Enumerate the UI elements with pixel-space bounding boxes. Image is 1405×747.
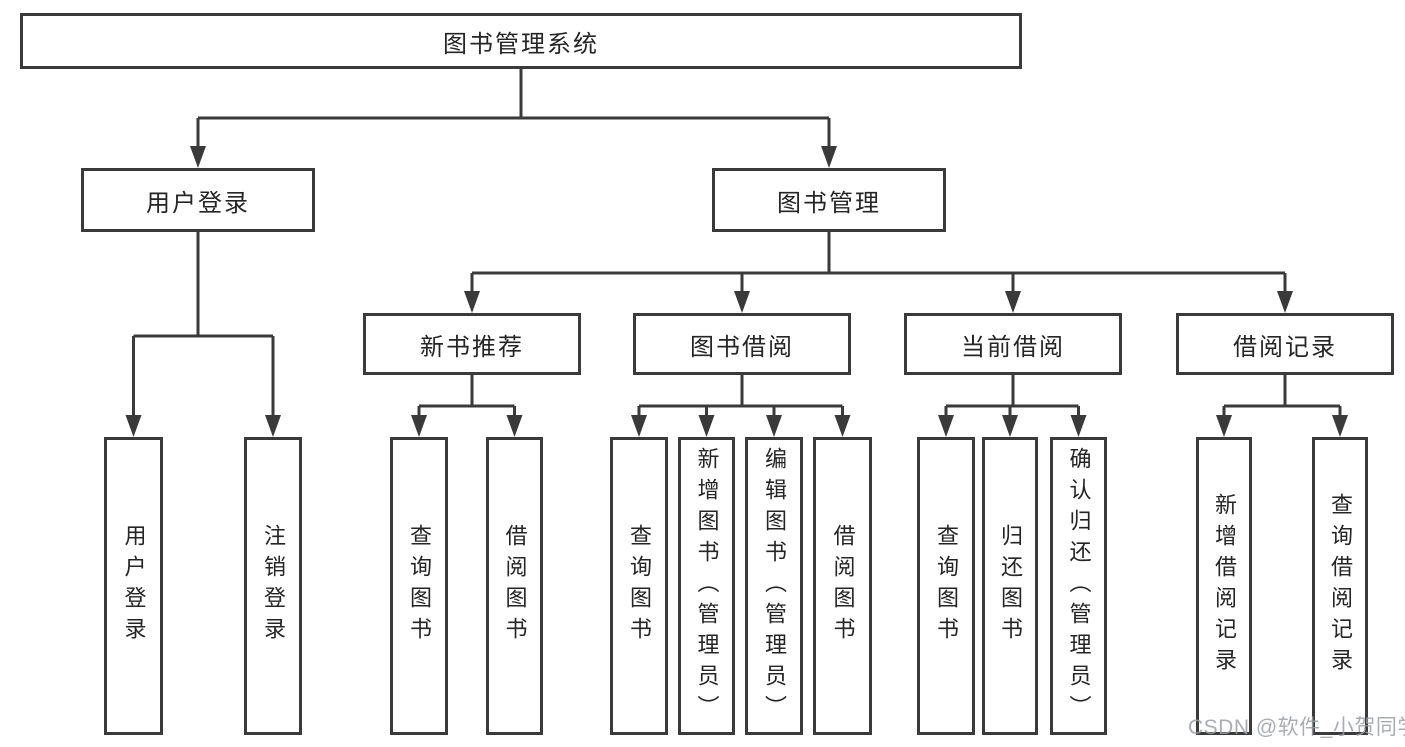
leaf-borrow-borrow-books-label: 借阅图书 xyxy=(830,524,856,648)
leaf-logout-login: 注销登录 xyxy=(244,437,302,735)
leaf-borrow-edit-books: 编辑图书（管理员） xyxy=(745,437,803,735)
leaf-current-confirm-return: 确认归还（管理员） xyxy=(1050,437,1107,735)
node-new-book-recommend: 新书推荐 xyxy=(363,313,581,375)
leaf-current-query-books-label: 查询图书 xyxy=(934,524,959,648)
leaf-borrow-borrow-books: 借阅图书 xyxy=(813,437,872,735)
leaf-records-query-label: 查询借阅记录 xyxy=(1328,493,1353,679)
leaf-borrow-query-books: 查询图书 xyxy=(610,437,668,735)
node-root: 图书管理系统 xyxy=(20,13,1022,69)
leaf-borrow-add-books-label: 新增图书（管理员） xyxy=(694,446,720,726)
leaf-current-return-books-label: 归还图书 xyxy=(998,524,1023,648)
leaf-newbook-query-books-label: 查询图书 xyxy=(407,524,432,648)
watermark: CSDN @软件_小贺同学 xyxy=(1188,716,1405,739)
leaf-borrow-query-books-label: 查询图书 xyxy=(627,524,652,648)
node-book-management: 图书管理 xyxy=(712,168,946,232)
leaf-user-login: 用户登录 xyxy=(104,437,163,735)
leaf-newbook-borrow-books: 借阅图书 xyxy=(486,437,543,735)
node-current-borrow: 当前借阅 xyxy=(904,313,1122,375)
leaf-current-query-books: 查询图书 xyxy=(917,437,975,735)
node-book-borrow: 图书借阅 xyxy=(633,313,851,375)
leaf-current-confirm-return-label: 确认归还（管理员） xyxy=(1066,446,1092,726)
leaf-user-login-label: 用户登录 xyxy=(121,524,147,648)
leaf-records-add-label: 新增借阅记录 xyxy=(1212,493,1237,679)
leaf-newbook-borrow-books-label: 借阅图书 xyxy=(502,524,528,648)
leaf-current-return-books: 归还图书 xyxy=(982,437,1038,735)
node-borrow-records: 借阅记录 xyxy=(1176,313,1394,375)
leaf-borrow-edit-books-label: 编辑图书（管理员） xyxy=(762,446,787,726)
leaf-newbook-query-books: 查询图书 xyxy=(390,437,448,735)
leaf-records-add: 新增借阅记录 xyxy=(1196,437,1252,735)
leaf-borrow-add-books: 新增图书（管理员） xyxy=(678,437,735,735)
leaf-logout-login-label: 注销登录 xyxy=(261,524,286,648)
node-user-login: 用户登录 xyxy=(81,168,315,232)
leaf-records-query: 查询借阅记录 xyxy=(1312,437,1368,735)
